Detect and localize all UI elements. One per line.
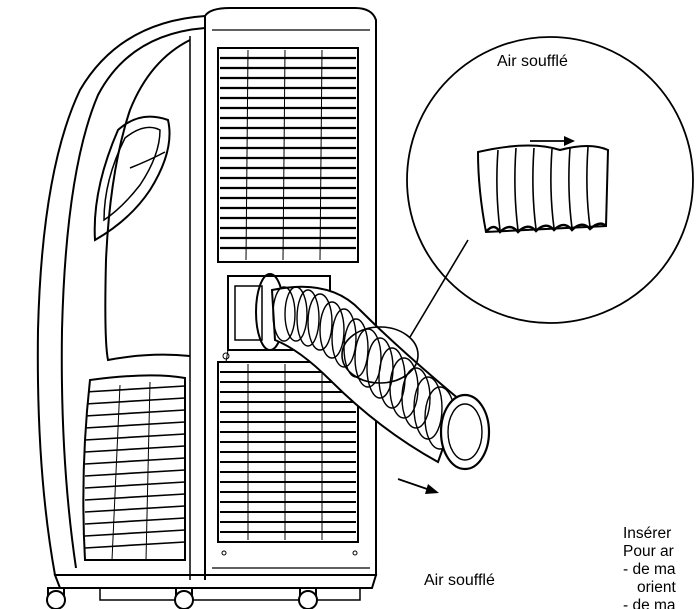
air-outlet-label-top: Air soufflé — [497, 53, 568, 70]
instruction-line: - de ma — [623, 597, 676, 609]
lower-air-inlet-grille — [217, 361, 359, 543]
hose-detail-callout — [341, 36, 694, 384]
exhaust-hose — [270, 285, 491, 471]
instruction-line: Insérer — [623, 525, 672, 542]
instruction-line: - de ma — [623, 561, 676, 578]
arrow-down-right-icon — [397, 478, 439, 494]
unit-side-panel — [36, 15, 206, 580]
caster-wheels — [46, 587, 318, 609]
air-outlet-label-bottom: Air soufflé — [424, 572, 495, 589]
arrow-right-icon — [530, 136, 575, 146]
instruction-line: Pour ar — [623, 543, 674, 560]
side-lower-grille — [82, 374, 186, 561]
unit-base — [53, 574, 378, 601]
instruction-line: orient — [637, 579, 676, 596]
unit-front-face — [204, 7, 377, 576]
upper-air-outlet-grille — [217, 47, 359, 263]
side-handle — [93, 115, 171, 242]
